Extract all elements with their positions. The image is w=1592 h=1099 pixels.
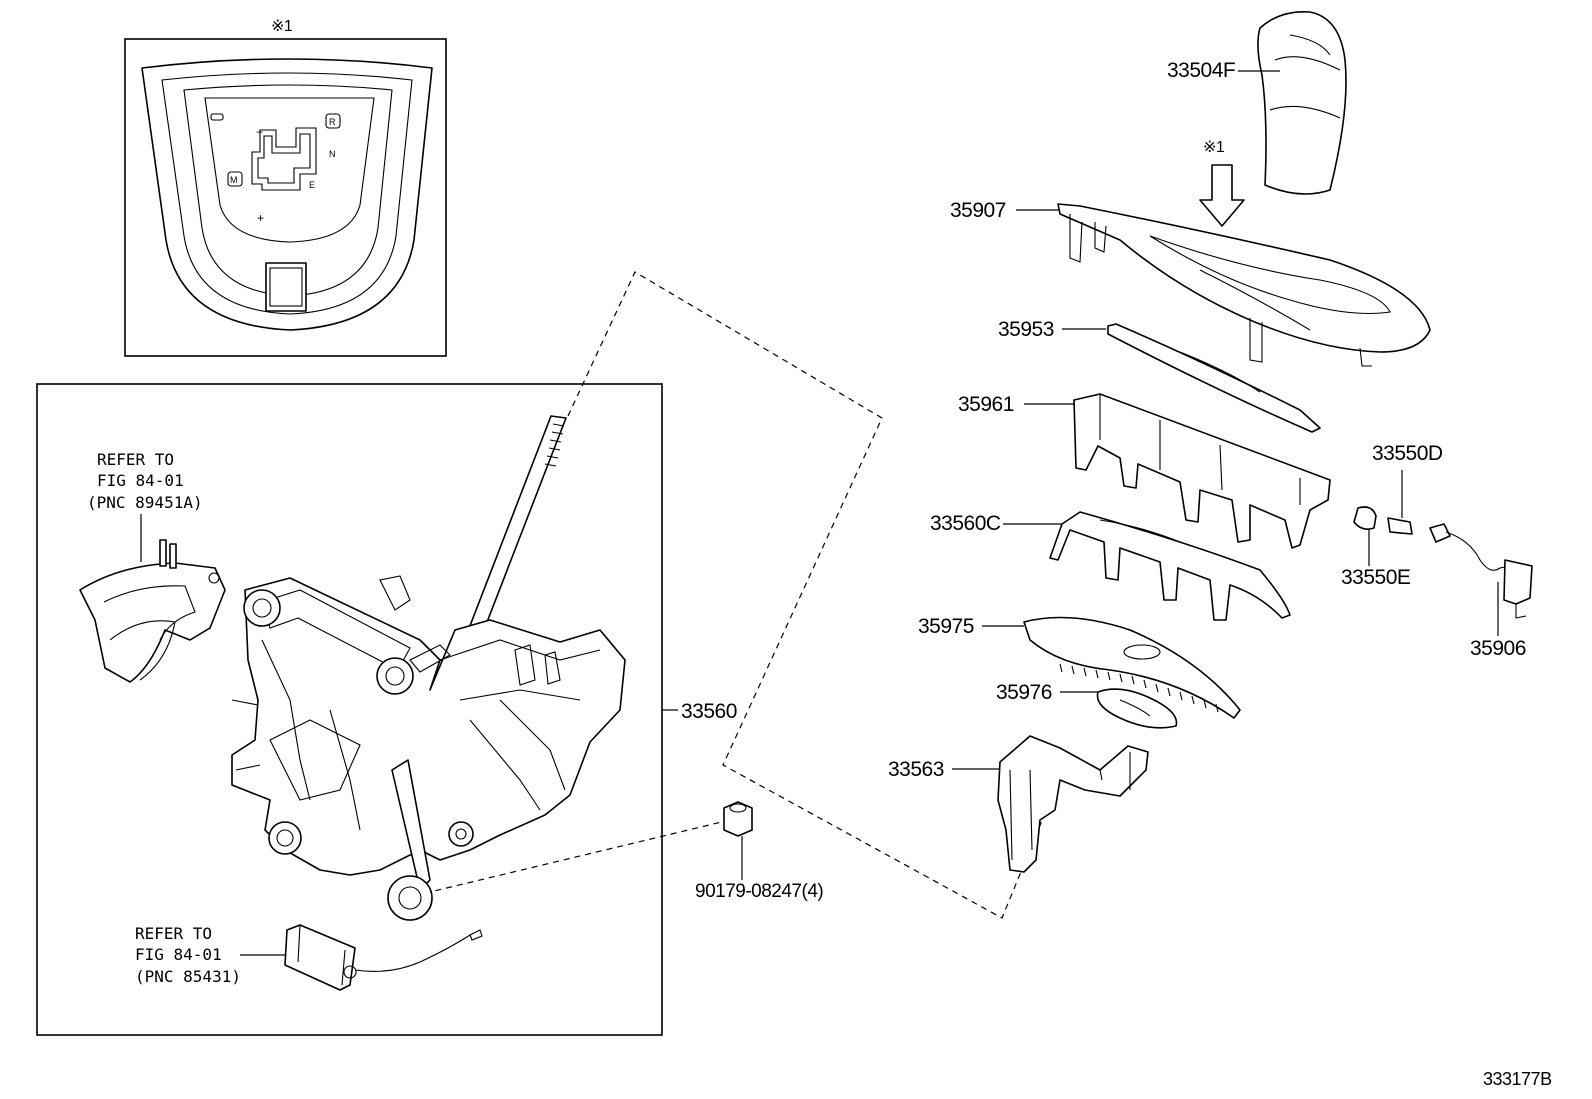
shift-lever-base (231, 577, 626, 876)
lower-ref-line2: FIG 84-01 (135, 945, 222, 964)
cover-33560C (1049, 511, 1291, 621)
shift-gate-slot (251, 127, 317, 191)
label-35953: 35953 (998, 318, 1054, 341)
gate-letter-r: R (329, 117, 336, 127)
label-35976: 35976 (996, 681, 1052, 704)
label-35907: 35907 (950, 199, 1006, 222)
lower-pivot (387, 875, 433, 921)
socket-33550E (1353, 506, 1377, 530)
label-35906: 35906 (1470, 637, 1526, 660)
lower-ref-line3: (PNC 85431) (135, 967, 241, 986)
label-90179-08247: 90179-08247(4) (695, 881, 823, 902)
inset-frame (124, 38, 447, 357)
position-indicator-housing (79, 562, 226, 683)
gate-letter-plus: + (257, 211, 264, 225)
indicator-minus-left (210, 113, 224, 121)
collar-nut-seat (448, 821, 474, 847)
shift-arm (391, 759, 431, 891)
pattern-button (265, 262, 307, 312)
gate-plate (204, 97, 375, 243)
wire-harness-35906 (1429, 523, 1533, 636)
upper-ref-line2: FIG 84-01 (97, 471, 184, 490)
gate-letter-m: M (230, 175, 238, 185)
pivot-bushing-right (376, 657, 414, 695)
label-35961: 35961 (958, 393, 1014, 416)
pivot-bushing-bottom (268, 821, 302, 855)
slide-cover-35975 (1023, 616, 1241, 719)
label-33560: 33560 (681, 700, 737, 723)
gate-letter-n: N (329, 149, 336, 159)
pivot-bushing-left (243, 589, 281, 627)
indicator-housing (1073, 393, 1331, 549)
gate-letter-e: E (309, 180, 315, 190)
upper-ref-line3: (PNC 89451A) (87, 493, 203, 512)
label-33504F: 33504F (1167, 59, 1235, 82)
console-panel (1057, 203, 1431, 353)
bulb-33550D (1387, 517, 1413, 535)
indicator-m (227, 171, 243, 187)
label-33563: 33563 (888, 758, 944, 781)
indicator-r (325, 113, 341, 129)
seal-35976 (1096, 688, 1178, 729)
arrow-note-mark: ※1 (1203, 139, 1225, 156)
label-33550D: 33550D (1372, 442, 1443, 465)
inset-shift-panel: ※1 R N E M + − (124, 18, 447, 357)
solenoid-wire (354, 934, 471, 972)
lower-ref-line1: REFER TO (135, 924, 212, 943)
shift-knob (1257, 11, 1347, 195)
solenoid-connector (343, 965, 357, 979)
retainer-33563 (997, 735, 1149, 873)
shift-lever-assembly-box: REFER TO FIG 84-01 (PNC 89451A) (36, 383, 678, 1036)
assembly-scope-outline (567, 271, 1049, 919)
collar-nut (723, 801, 753, 880)
upper-ref-line1: REFER TO (97, 450, 174, 469)
inset-note-mark: ※1 (271, 18, 293, 35)
diagram-id: 333177B (1483, 1069, 1552, 1089)
label-35975: 35975 (918, 615, 974, 638)
label-33560C: 33560C (930, 512, 1001, 535)
indicator-plate (1107, 323, 1321, 433)
gate-letter-minus: − (256, 125, 263, 139)
install-direction-arrow (1199, 164, 1245, 227)
label-33550E: 33550E (1341, 566, 1411, 589)
